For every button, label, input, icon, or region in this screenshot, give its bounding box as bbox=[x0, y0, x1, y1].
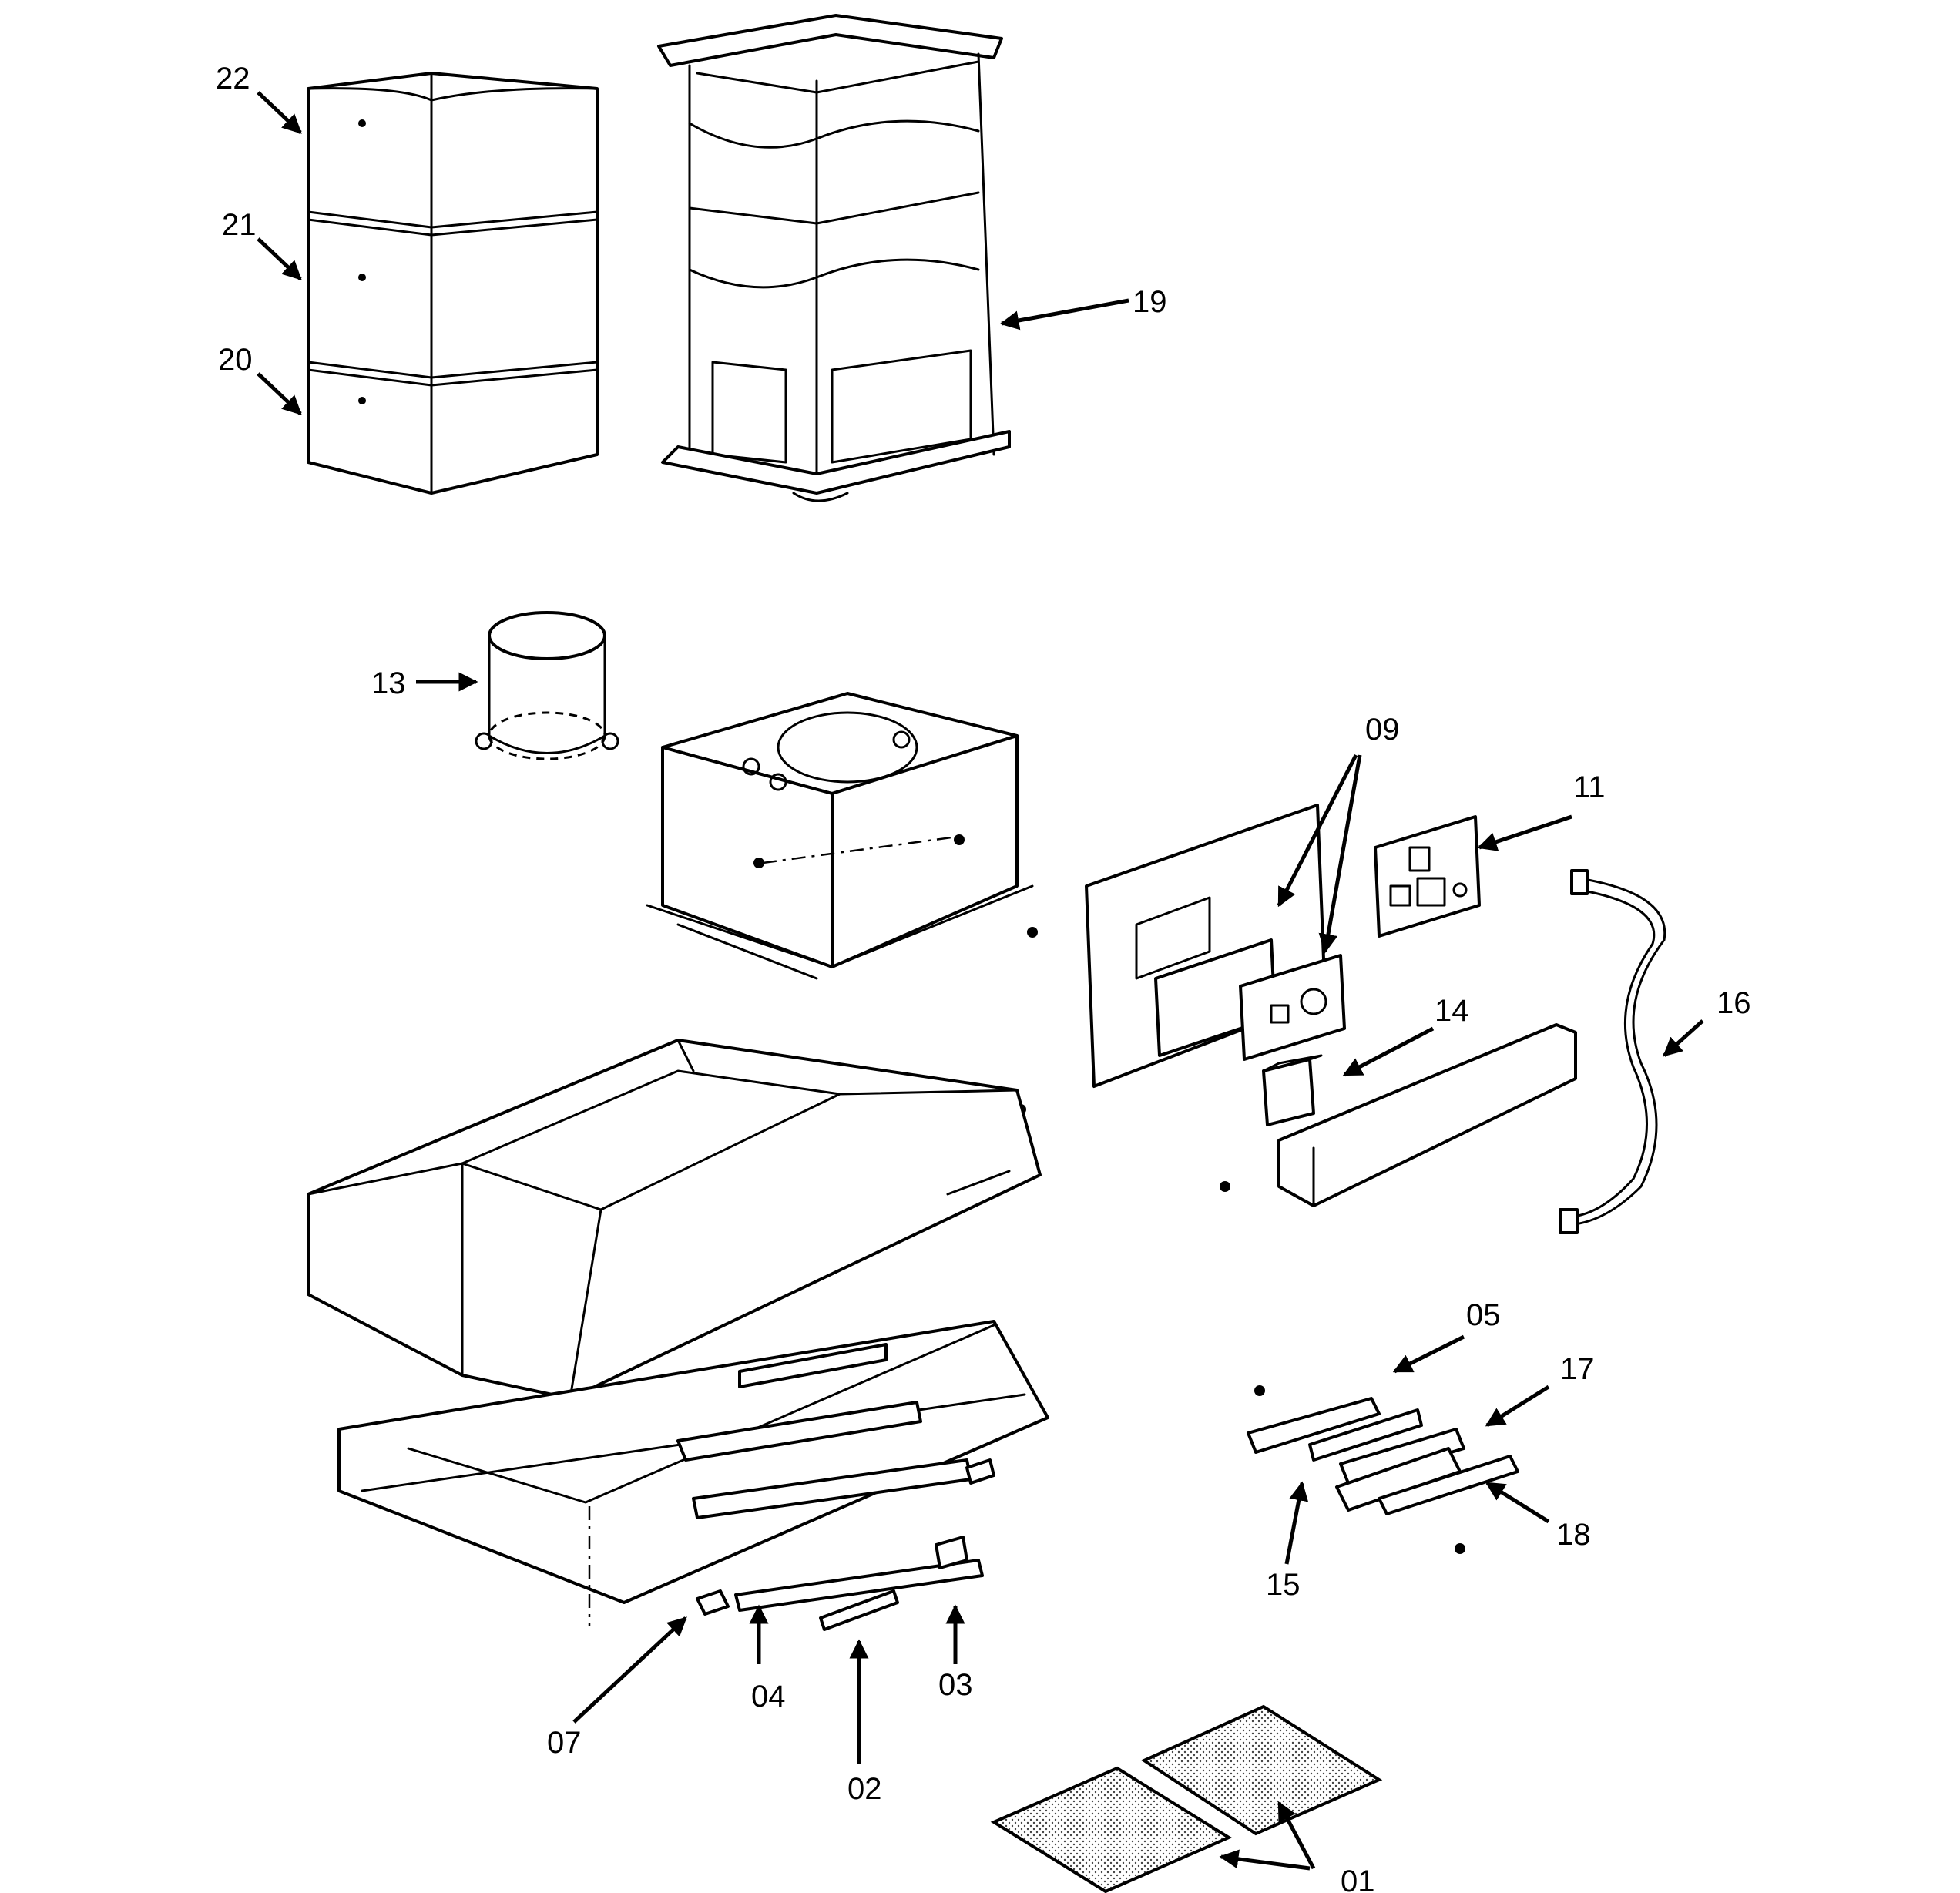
hood-bottom-pan bbox=[337, 1320, 1049, 1626]
callout-16: 16 bbox=[1717, 986, 1751, 1020]
callout-labels: 22 21 20 19 13 09 11 14 16 05 17 18 15 0… bbox=[216, 62, 1751, 1893]
switch-assemblies bbox=[1247, 1385, 1519, 1554]
circuit-board bbox=[1374, 815, 1481, 938]
callout-11: 11 bbox=[1573, 770, 1606, 804]
duct-collar bbox=[475, 611, 619, 760]
callout-17: 17 bbox=[1560, 1352, 1595, 1386]
chimney-cover bbox=[307, 72, 599, 495]
transformer bbox=[1262, 1054, 1323, 1126]
callout-arrows bbox=[257, 91, 1704, 1871]
callout-01: 01 bbox=[1341, 1864, 1375, 1893]
callout-19: 19 bbox=[1133, 285, 1167, 319]
blower-housing bbox=[646, 692, 1034, 980]
wire-harness bbox=[1559, 869, 1666, 1234]
callout-09: 09 bbox=[1365, 713, 1400, 747]
grease-filters bbox=[990, 1704, 1383, 1893]
hood-canopy bbox=[307, 1039, 1042, 1400]
control-housing bbox=[1220, 1023, 1577, 1207]
callout-22: 22 bbox=[216, 62, 250, 96]
callout-05: 05 bbox=[1466, 1298, 1501, 1332]
callout-20: 20 bbox=[218, 343, 253, 377]
callout-21: 21 bbox=[222, 208, 257, 242]
callout-04: 04 bbox=[751, 1680, 786, 1713]
callout-14: 14 bbox=[1435, 994, 1469, 1028]
callout-03: 03 bbox=[938, 1668, 973, 1702]
support-frame bbox=[657, 14, 1011, 502]
callout-07: 07 bbox=[547, 1726, 582, 1760]
callout-15: 15 bbox=[1266, 1568, 1301, 1602]
callout-02: 02 bbox=[847, 1772, 882, 1806]
control-panel bbox=[1015, 804, 1346, 1115]
callout-18: 18 bbox=[1556, 1518, 1591, 1552]
callout-13: 13 bbox=[371, 666, 406, 700]
small-parts bbox=[696, 1458, 995, 1631]
